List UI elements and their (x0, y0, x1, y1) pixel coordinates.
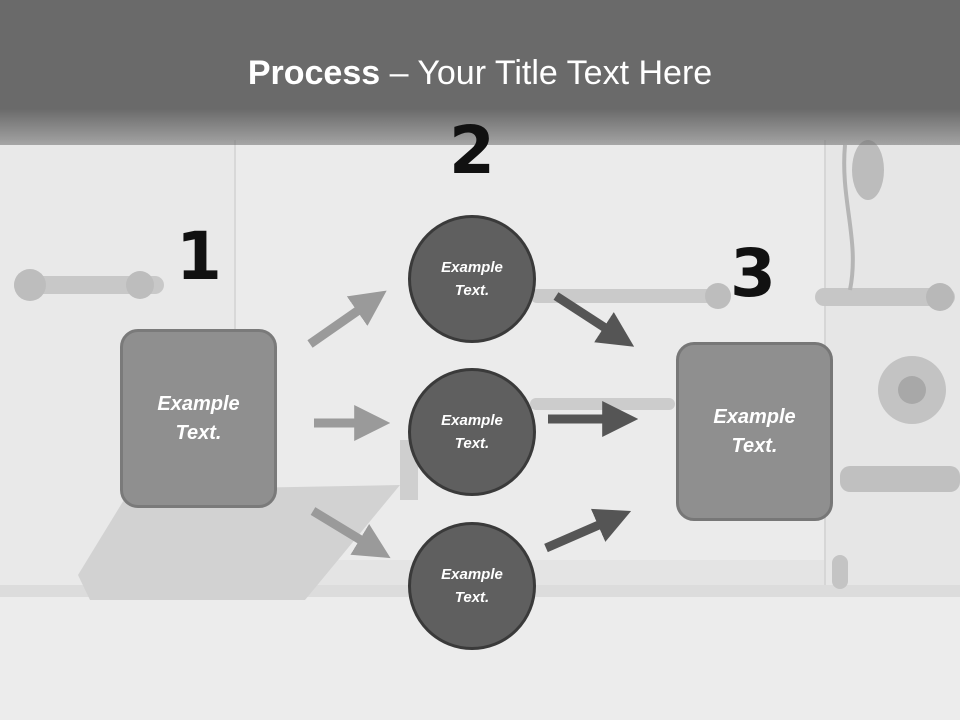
step-2-circle-middle: Example Text. (408, 368, 536, 496)
step-3-box: Example Text. (676, 342, 833, 521)
step-2-circle-bottom: Example Text. (408, 522, 536, 650)
arrow-1-to-2-bottom (310, 507, 391, 559)
title-bar (0, 0, 960, 145)
step-2-circle-top: Example Text. (408, 215, 536, 343)
step-3-text: Example Text. (713, 405, 796, 457)
step-3-number: 3 (730, 235, 776, 312)
step-1-box: Example Text. (120, 329, 277, 508)
step-2-text-middle: Example Text. (441, 412, 503, 452)
step-2-number: 2 (449, 112, 495, 189)
arrow-2-bottom-to-3 (544, 508, 632, 553)
slide-title: Process – Your Title Text Here (0, 54, 960, 93)
step-2-text-bottom: Example Text. (441, 566, 503, 606)
arrow-1-to-2-top (307, 290, 387, 348)
step-2-text-top: Example Text. (441, 259, 503, 299)
title-bold: Process (247, 54, 381, 92)
title-rest: – Your Title Text Here (380, 54, 713, 92)
step-1-text: Example Text. (157, 392, 240, 444)
arrow-2-top-to-3 (553, 292, 635, 347)
step-1-number: 1 (176, 218, 222, 295)
